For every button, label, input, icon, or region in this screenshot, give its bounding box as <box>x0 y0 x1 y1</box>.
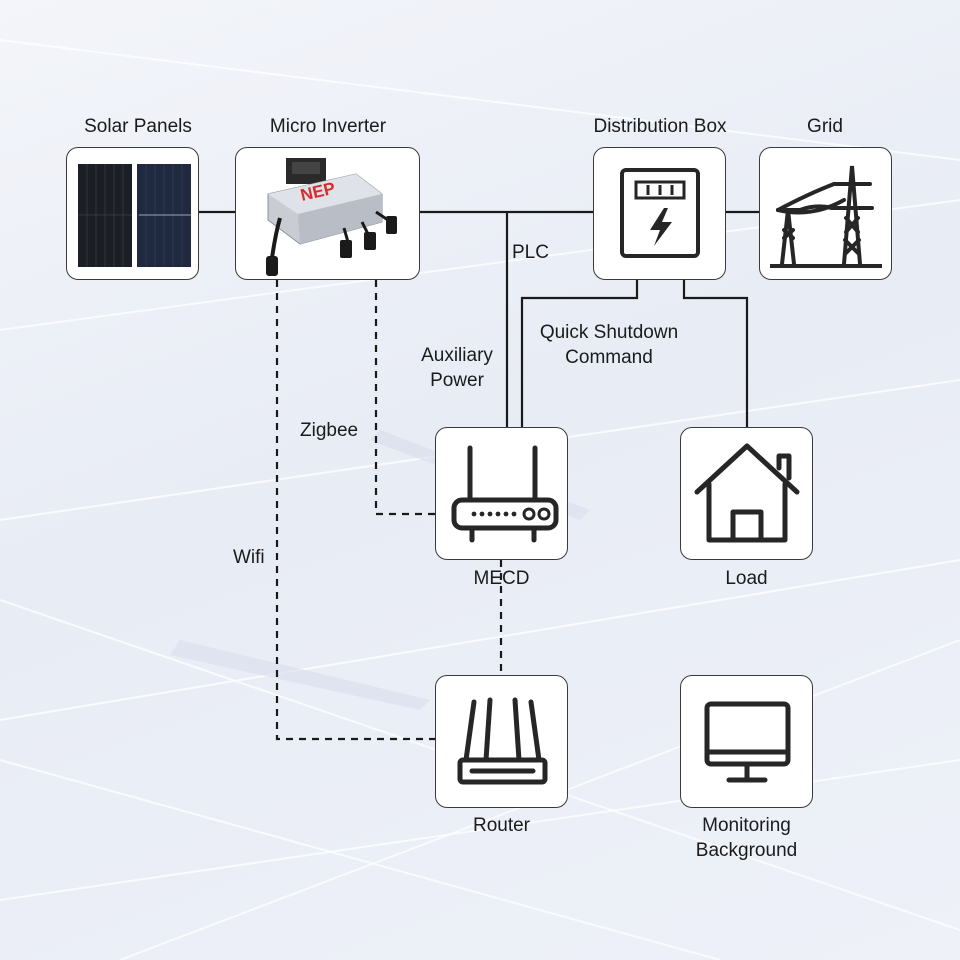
distribution-box-label: Distribution Box <box>593 116 727 137</box>
micro-inverter-icon: NEP <box>266 158 397 276</box>
monitoring-label-line1: Monitoring <box>702 815 791 836</box>
wifi-line <box>275 280 435 741</box>
mecd-device-icon <box>451 445 559 543</box>
monitoring-background-label: Monitoring Background <box>660 813 833 863</box>
auxiliary-power-label: Auxiliary Power <box>405 343 509 393</box>
monitoring-label-line2: Background <box>695 840 798 861</box>
load-node <box>680 427 813 560</box>
monitoring-node <box>680 675 813 808</box>
plc-label: PLC <box>512 242 549 263</box>
micro-inverter-label: Micro Inverter <box>269 116 387 137</box>
solar-panel-icon <box>78 164 191 267</box>
quick-shutdown-line1: Quick Shutdown <box>539 322 679 343</box>
auxiliary-power-line1: Auxiliary <box>421 345 493 366</box>
solar-panels-node <box>66 147 199 280</box>
wifi-label: Wifi <box>233 547 265 568</box>
solar-panels-label: Solar Panels <box>84 116 192 137</box>
power-tower-icon <box>770 165 882 268</box>
router-icon <box>457 697 548 785</box>
quick-shutdown-line2: Command <box>565 347 653 368</box>
router-node <box>435 675 568 808</box>
distribution-to-load-line <box>682 280 749 428</box>
zigbee-label: Zigbee <box>300 420 359 441</box>
mecd-node <box>435 427 568 560</box>
router-label: Router <box>472 815 531 836</box>
distribution-box-node <box>593 147 726 280</box>
zigbee-line <box>374 280 435 516</box>
quick-shutdown-label: Quick Shutdown Command <box>526 320 692 370</box>
house-icon <box>694 443 800 543</box>
monitor-icon <box>704 701 791 783</box>
quick-shutdown-line <box>520 280 639 428</box>
grid-label: Grid <box>807 116 843 137</box>
auxiliary-power-line2: Power <box>430 370 484 391</box>
mecd-label: MECD <box>473 568 530 589</box>
load-label: Load <box>725 568 768 589</box>
micro-inverter-node: NEP <box>235 147 420 280</box>
distribution-box-icon <box>620 168 700 258</box>
grid-node <box>759 147 892 280</box>
